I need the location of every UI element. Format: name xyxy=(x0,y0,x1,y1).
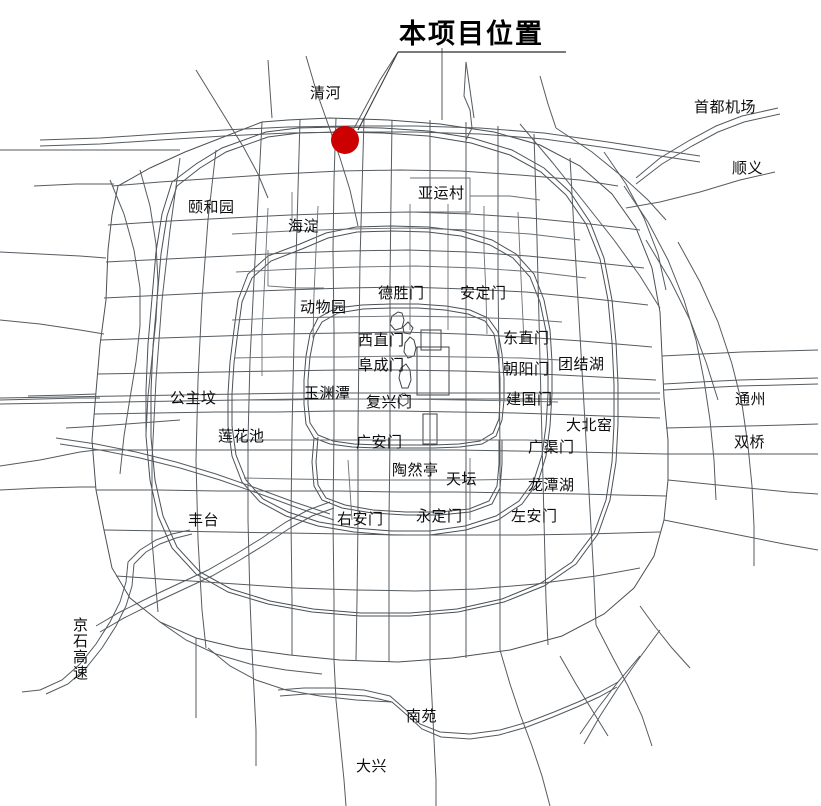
map-label: 京石高速 xyxy=(71,617,89,681)
map-label: 清河 xyxy=(310,84,342,102)
map-label: 东直门 xyxy=(503,329,550,347)
map-label: 大兴 xyxy=(356,757,388,775)
title-leader xyxy=(357,51,566,131)
south-roads xyxy=(277,606,690,806)
map-label: 右安门 xyxy=(337,510,384,528)
map-label: 复兴门 xyxy=(366,393,413,411)
map-label: 龙潭湖 xyxy=(528,476,575,494)
map-label: 建国门 xyxy=(506,390,553,408)
map-label: 通州 xyxy=(735,390,767,408)
map-label: 阜成门 xyxy=(358,356,405,374)
map-label: 顺义 xyxy=(732,159,764,177)
southwest-roads xyxy=(22,438,392,766)
third-ring-road xyxy=(227,225,553,536)
site-marker[interactable] xyxy=(331,126,359,154)
map-label: 永定门 xyxy=(416,507,463,525)
map-label: 广渠门 xyxy=(528,438,575,456)
map-label: 大北窑 xyxy=(566,416,613,434)
map-label: 安定门 xyxy=(460,284,507,302)
fourth-ring-road xyxy=(145,126,619,617)
map-label: 朝阳门 xyxy=(503,360,550,378)
airport-expressway xyxy=(520,107,781,446)
west-roads xyxy=(0,170,180,490)
map-label: 首都机场 xyxy=(694,98,757,116)
map-label: 动物园 xyxy=(300,298,347,316)
map-label: 莲花池 xyxy=(218,427,265,445)
secondary-grid xyxy=(231,177,587,521)
map-label: 德胜门 xyxy=(378,284,425,302)
map-label: 左安门 xyxy=(511,507,558,525)
page-title: 本项目位置 xyxy=(399,19,544,50)
map-label: 双桥 xyxy=(734,433,766,451)
map-label: 天坛 xyxy=(446,470,478,488)
map-label: 广安门 xyxy=(356,433,403,451)
outer-ring-road xyxy=(91,117,669,663)
map-label: 海淀 xyxy=(288,217,320,235)
map-label: 颐和园 xyxy=(188,198,235,216)
map-label: 丰台 xyxy=(188,511,220,529)
map-label: 南苑 xyxy=(406,707,438,725)
arterial-roads xyxy=(93,118,666,662)
map-label: 玉渊潭 xyxy=(304,384,351,402)
map-label: 团结湖 xyxy=(558,355,605,373)
map-label: 西直门 xyxy=(358,331,405,349)
map-label: 亚运村 xyxy=(418,184,465,202)
map-label: 陶然亭 xyxy=(392,461,439,479)
map-label: 公主坟 xyxy=(170,389,217,407)
